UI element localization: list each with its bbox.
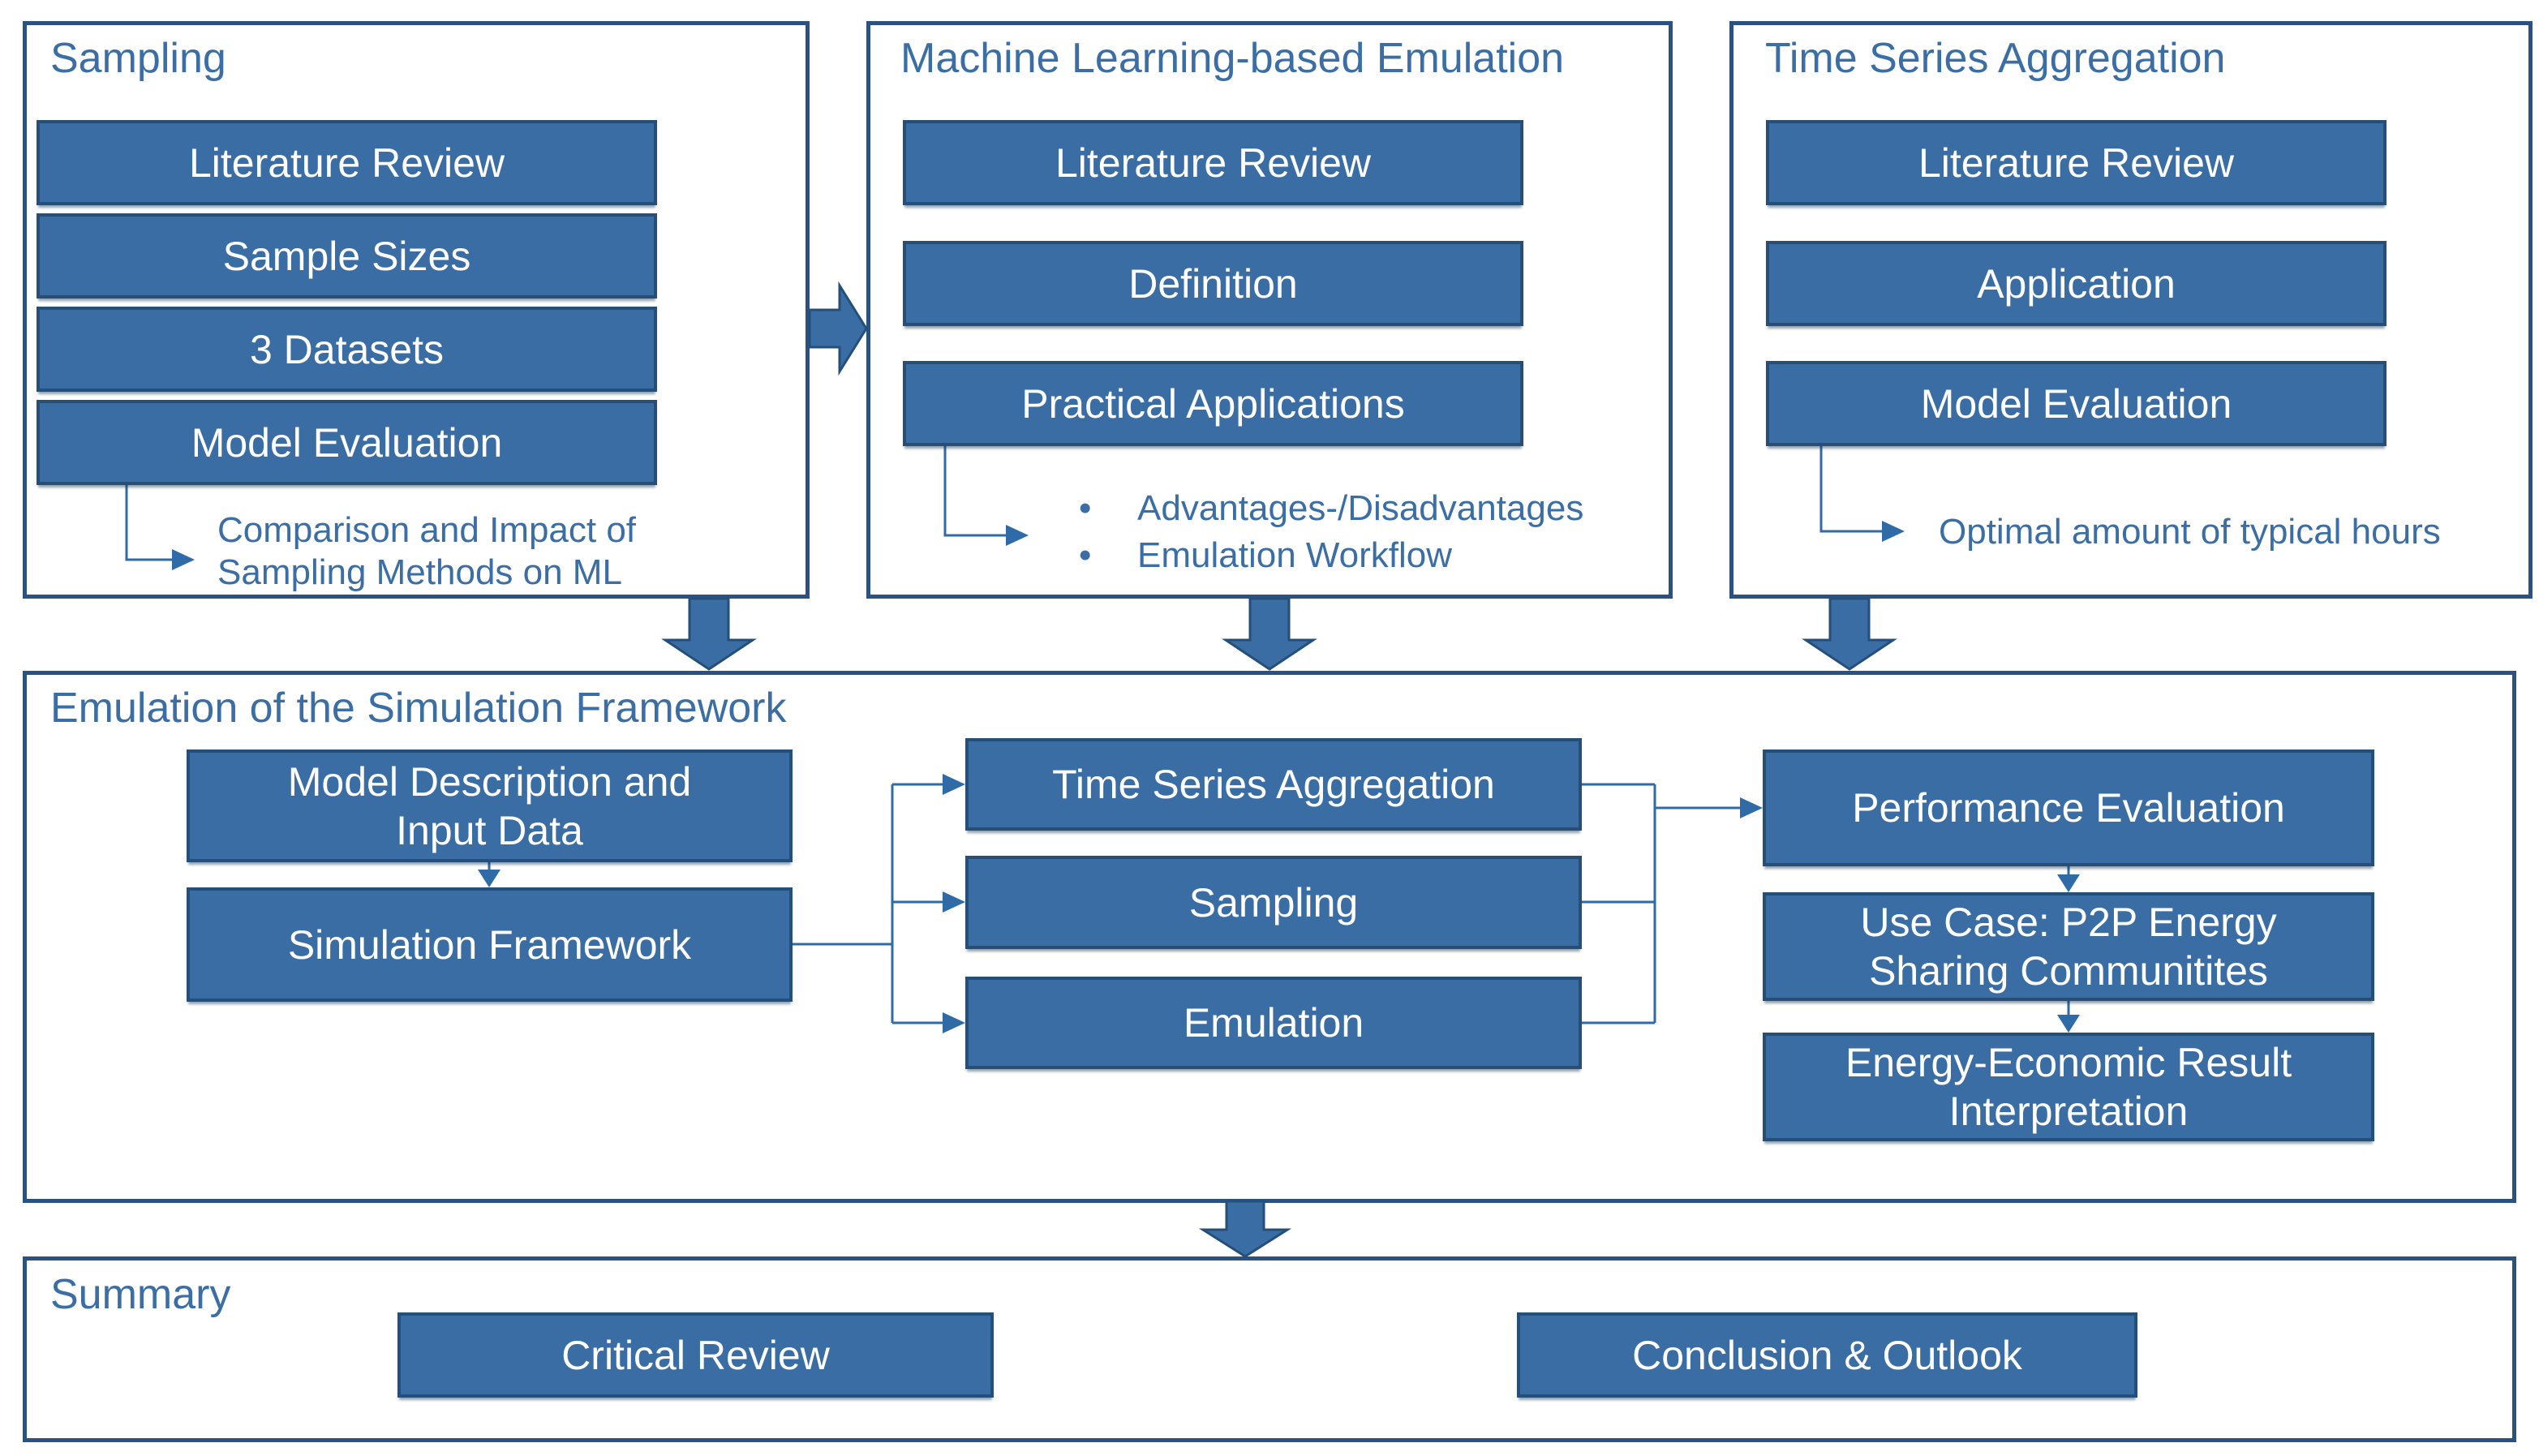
box-definition: Definition <box>903 241 1523 326</box>
panel-title-ml-emulation: Machine Learning-based Emulation <box>900 35 1565 82</box>
note-optimal-typical-hours: Optimal amount of typical hours <box>1939 512 2441 552</box>
box-application: Application <box>1766 241 2386 326</box>
box-practical-applications: Practical Applications <box>903 361 1523 446</box>
note-sampling-comparison: Comparison and Impact of Sampling Method… <box>217 510 637 592</box>
box-3-datasets: 3 Datasets <box>37 307 657 392</box>
panel-title-time-series-aggregation: Time Series Aggregation <box>1765 35 2226 82</box>
box-sampling-model-evaluation: Model Evaluation <box>37 400 657 485</box>
arrow-framework-to-summary-icon <box>1198 1200 1292 1258</box>
panel-title-summary: Summary <box>50 1271 231 1318</box>
box-conclusion-outlook: Conclusion & Outlook <box>1517 1312 2137 1398</box>
panel-title-sampling: Sampling <box>50 35 226 82</box>
arrow-tsa-down-icon <box>1802 597 1897 671</box>
box-model-description-input-data: Model Description and Input Data <box>187 749 793 862</box>
panel-title-emulation-framework: Emulation of the Simulation Framework <box>50 685 787 732</box>
box-simulation-framework: Simulation Framework <box>187 887 793 1002</box>
box-tsa-literature-review: Literature Review <box>1766 120 2386 205</box>
box-mid-emulation: Emulation <box>965 977 1582 1069</box>
box-mid-sampling: Sampling <box>965 856 1582 949</box>
box-sampling-literature-review: Literature Review <box>37 120 657 205</box>
arrow-sampling-to-ml-icon <box>808 281 868 376</box>
bullet-list-ml-emulation: • Advantages-/Disadvantages • Emulation … <box>1079 485 1583 579</box>
box-tsa-model-evaluation: Model Evaluation <box>1766 361 2386 446</box>
box-ml-literature-review: Literature Review <box>903 120 1523 205</box>
box-critical-review: Critical Review <box>397 1312 994 1398</box>
box-energy-economic-result: Energy-Economic Result Interpretation <box>1763 1033 2374 1141</box>
box-sample-sizes: Sample Sizes <box>37 213 657 299</box>
arrow-ml-down-icon <box>1222 597 1317 671</box>
bullet-emulation-workflow: • Emulation Workflow <box>1079 535 1452 575</box>
arrow-sampling-down-icon <box>661 597 757 671</box>
box-mid-time-series-aggregation: Time Series Aggregation <box>965 738 1582 831</box>
bullet-advantages: • Advantages-/Disadvantages <box>1079 488 1584 528</box>
box-use-case-p2p: Use Case: P2P Energy Sharing Communitite… <box>1763 892 2374 1001</box>
box-performance-evaluation: Performance Evaluation <box>1763 749 2374 866</box>
